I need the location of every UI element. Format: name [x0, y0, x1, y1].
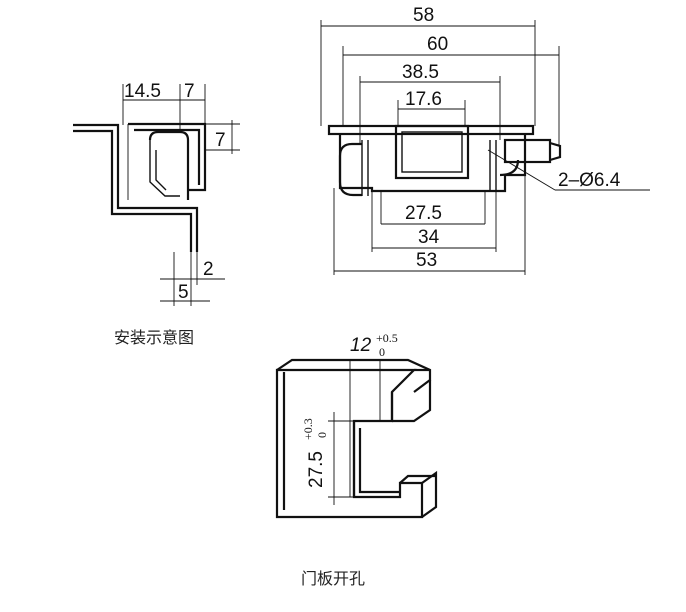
handle-recess [394, 124, 470, 180]
right-pin [503, 138, 552, 164]
dim-60: 60 [427, 34, 448, 55]
dim-17-6: 17.6 [405, 89, 442, 110]
latch-cam-inner [155, 150, 167, 191]
handle-recess-inner [401, 131, 463, 173]
left-bolt [338, 142, 362, 197]
dim-53: 53 [416, 250, 437, 271]
dim-27-5: 27.5 [405, 203, 442, 224]
cutout-caption: 门板开孔 [301, 569, 365, 588]
cutout-slot-inner [358, 428, 400, 494]
panel-outline [73, 123, 199, 252]
housing-outline [338, 134, 527, 193]
dim-7-side: 7 [215, 130, 226, 151]
dim-14-5: 14.5 [124, 81, 161, 102]
dim-cutout-height: 27.5 [306, 451, 327, 488]
dim-cutout-width-tol-upper: +0.5 [376, 331, 398, 345]
dim-34: 34 [418, 227, 440, 248]
side-view-caption: 安装示意图 [114, 328, 194, 347]
pin-tip [549, 141, 562, 162]
dim-cutout-height-tol-upper: +0.3 [301, 418, 315, 440]
latch-cam [149, 140, 180, 197]
front-view: 58 60 38.5 17.6 27.5 34 53 2–Ø6.4 [320, 5, 650, 275]
dim-cutout-width-tol-lower: 0 [379, 345, 385, 359]
latch-body [128, 122, 207, 192]
dim-5: 5 [178, 282, 189, 303]
cutout-right-edge [421, 470, 438, 518]
cutout-top-edge [276, 358, 432, 393]
cutout-front-face [275, 368, 424, 519]
dim-cutout-width: 12 [350, 335, 372, 356]
cutout-view: 12 +0.5 0 27.5 +0.3 0 门板开孔 [275, 331, 438, 588]
latch-body-inner [134, 128, 201, 185]
dim-38-5: 38.5 [402, 62, 439, 83]
dim-cutout-height-tol-lower: 0 [315, 432, 329, 438]
dim-2: 2 [203, 259, 214, 280]
panel-outline-inner [73, 129, 193, 252]
side-view: 14.5 7 7 2 5 安装示意图 [73, 81, 240, 347]
cutout-notch-edge [392, 380, 432, 423]
dim-7-top: 7 [184, 81, 195, 102]
dim-58: 58 [413, 5, 434, 26]
dim-hole: 2–Ø6.4 [558, 170, 621, 191]
pin-curve [499, 159, 520, 177]
